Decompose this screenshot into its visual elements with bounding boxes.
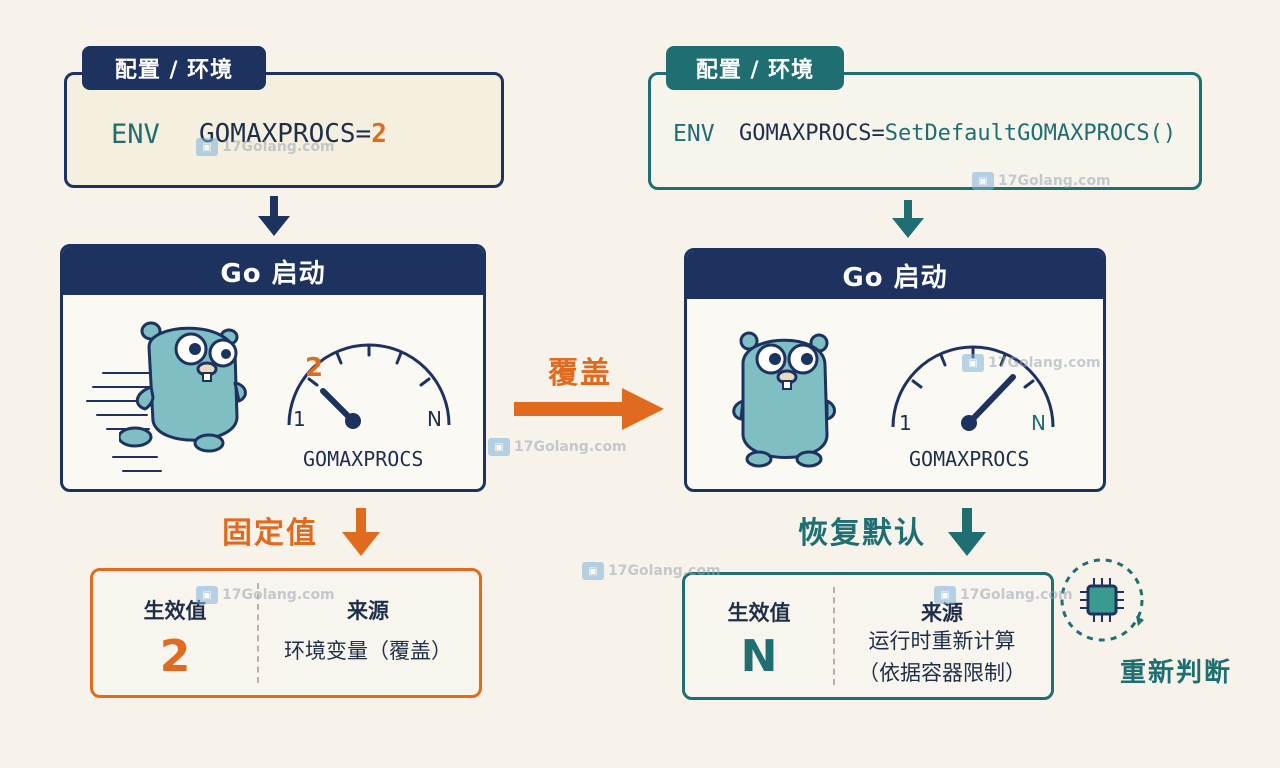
left-arrow-down-1: [258, 196, 290, 236]
right-effective-value: N: [740, 631, 778, 682]
left-env-keyword: ENV: [111, 119, 160, 150]
right-env-box: ENV GOMAXPROCS=SetDefaultGOMAXPROCS(): [648, 72, 1202, 190]
left-gauge-icon: [287, 343, 451, 429]
watermark-logo-icon: ▣: [582, 562, 604, 580]
cpu-chip-icon: [1060, 558, 1144, 642]
left-step-label: 固定值: [222, 516, 318, 551]
left-source-header: 来源: [347, 599, 389, 623]
right-gauge-caption: GOMAXPROCS: [909, 447, 1030, 471]
left-source-text: 环境变量（覆盖）: [284, 639, 452, 663]
left-env-assignment: GOMAXPROCS=2: [199, 119, 387, 149]
right-gauge-min: 1: [899, 411, 912, 435]
left-go-panel-title: Go 启动: [63, 247, 483, 295]
left-env-name: GOMAXPROCS=: [199, 119, 372, 149]
right-step-label: 恢复默认: [798, 516, 926, 551]
right-env-assignment: GOMAXPROCS=SetDefaultGOMAXPROCS(): [739, 121, 1176, 146]
watermark-logo-icon: ▣: [934, 586, 956, 604]
left-effective-value: 2: [159, 631, 191, 682]
watermark-3: ▣17Golang.com: [488, 438, 627, 456]
right-go-panel-title: Go 启动: [687, 251, 1103, 299]
right-env-value: SetDefaultGOMAXPROCS(): [884, 121, 1177, 146]
right-env-keyword: ENV: [673, 121, 715, 147]
override-label: 覆盖: [548, 356, 612, 391]
watermark-2: ▣17Golang.com: [972, 172, 1111, 190]
right-effective-header: 生效值: [727, 601, 791, 625]
watermark-logo-icon: ▣: [196, 138, 218, 156]
watermark-4: ▣17Golang.com: [962, 354, 1101, 372]
override-arrow-right: [514, 388, 664, 430]
right-source-header: 来源: [921, 601, 963, 625]
watermark-1: ▣17Golang.com: [196, 138, 335, 156]
standing-gopher-icon: [732, 331, 836, 468]
right-config-tag: 配置 / 环境: [666, 46, 844, 90]
right-arrow-down-2: [948, 508, 986, 556]
watermark-6: ▣17Golang.com: [582, 562, 721, 580]
left-gauge-max: N: [427, 407, 442, 431]
left-env-value: 2: [371, 119, 387, 149]
right-go-panel: Go 启动 1 N GOMAXPROC: [684, 248, 1106, 492]
left-gauge-min: 1: [293, 407, 306, 431]
right-result-divider: [833, 587, 835, 685]
right-source-line1: 运行时重新计算: [868, 629, 1016, 653]
left-gauge-value: 2: [305, 353, 324, 383]
right-gauge-max: N: [1031, 411, 1046, 435]
right-source-line2: （依据容器限制）: [858, 661, 1026, 685]
left-config-tag: 配置 / 环境: [82, 46, 266, 90]
left-result-divider: [257, 583, 259, 683]
left-arrow-down-2: [342, 508, 380, 556]
watermark-logo-icon: ▣: [196, 586, 218, 604]
watermark-7: ▣17Golang.com: [934, 586, 1073, 604]
right-result-box: 生效值 N 来源 运行时重新计算 （依据容器限制）: [682, 572, 1054, 700]
watermark-logo-icon: ▣: [488, 438, 510, 456]
running-gopher-icon: [119, 321, 247, 453]
right-arrow-down-1: [892, 200, 924, 238]
watermark-logo-icon: ▣: [972, 172, 994, 190]
right-env-name: GOMAXPROCS=: [739, 121, 885, 146]
left-env-box: ENV GOMAXPROCS=2: [64, 72, 504, 188]
left-gauge-caption: GOMAXPROCS: [303, 447, 424, 471]
watermark-5: ▣17Golang.com: [196, 586, 335, 604]
recheck-label: 重新判断: [1120, 658, 1233, 688]
left-result-box: 生效值 2 来源 环境变量（覆盖）: [90, 568, 482, 698]
left-go-panel: Go 启动: [60, 244, 486, 492]
watermark-logo-icon: ▣: [962, 354, 984, 372]
right-gauge-icon: [891, 345, 1055, 431]
